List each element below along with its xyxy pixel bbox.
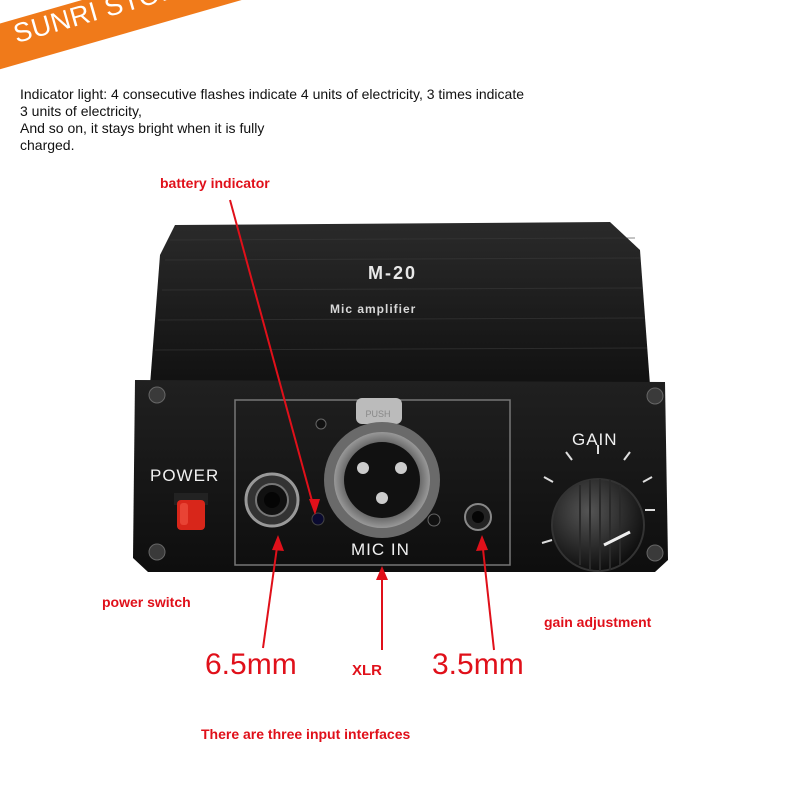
jack-6-5mm-label: 6.5mm — [205, 648, 297, 681]
power-switch[interactable] — [174, 493, 208, 530]
svg-text:PUSH: PUSH — [365, 409, 390, 419]
gain-label: GAIN — [572, 430, 618, 449]
info-line-1: Indicator light: 4 consecutive flashes i… — [20, 86, 524, 102]
jack-6-5mm[interactable] — [244, 472, 300, 528]
input-interfaces-caption: There are three input interfaces — [201, 726, 411, 742]
power-label: POWER — [150, 466, 220, 485]
xlr-label: XLR — [352, 662, 382, 679]
battery-indicator-label: battery indicator — [160, 175, 270, 191]
info-line-3: And so on, it stays bright when it is fu… — [20, 120, 265, 136]
xlr-connector[interactable]: PUSH — [324, 398, 440, 538]
battery-indicator-led — [311, 512, 325, 526]
callout-lines — [229, 199, 495, 651]
info-line-4: charged. — [20, 137, 75, 153]
callout-arrowheads — [272, 499, 488, 580]
info-line-2: 3 units of electricity, — [20, 103, 142, 119]
panel-screw-top — [315, 418, 327, 430]
jack-3-5mm[interactable] — [464, 503, 492, 531]
power-switch-label: power switch — [102, 594, 191, 610]
jack-3-5mm-label: 3.5mm — [432, 648, 524, 681]
panel-screw-bottom — [427, 513, 441, 527]
model-subtitle: Mic amplifier — [330, 302, 417, 316]
model-label: M-20 — [368, 263, 418, 283]
gain-adjustment-label: gain adjustment — [544, 614, 652, 630]
indicator-description: Indicator light: 4 consecutive flashes i… — [20, 86, 620, 154]
mic-in-label: MIC IN — [351, 540, 410, 559]
gain-knob[interactable] — [541, 445, 655, 572]
